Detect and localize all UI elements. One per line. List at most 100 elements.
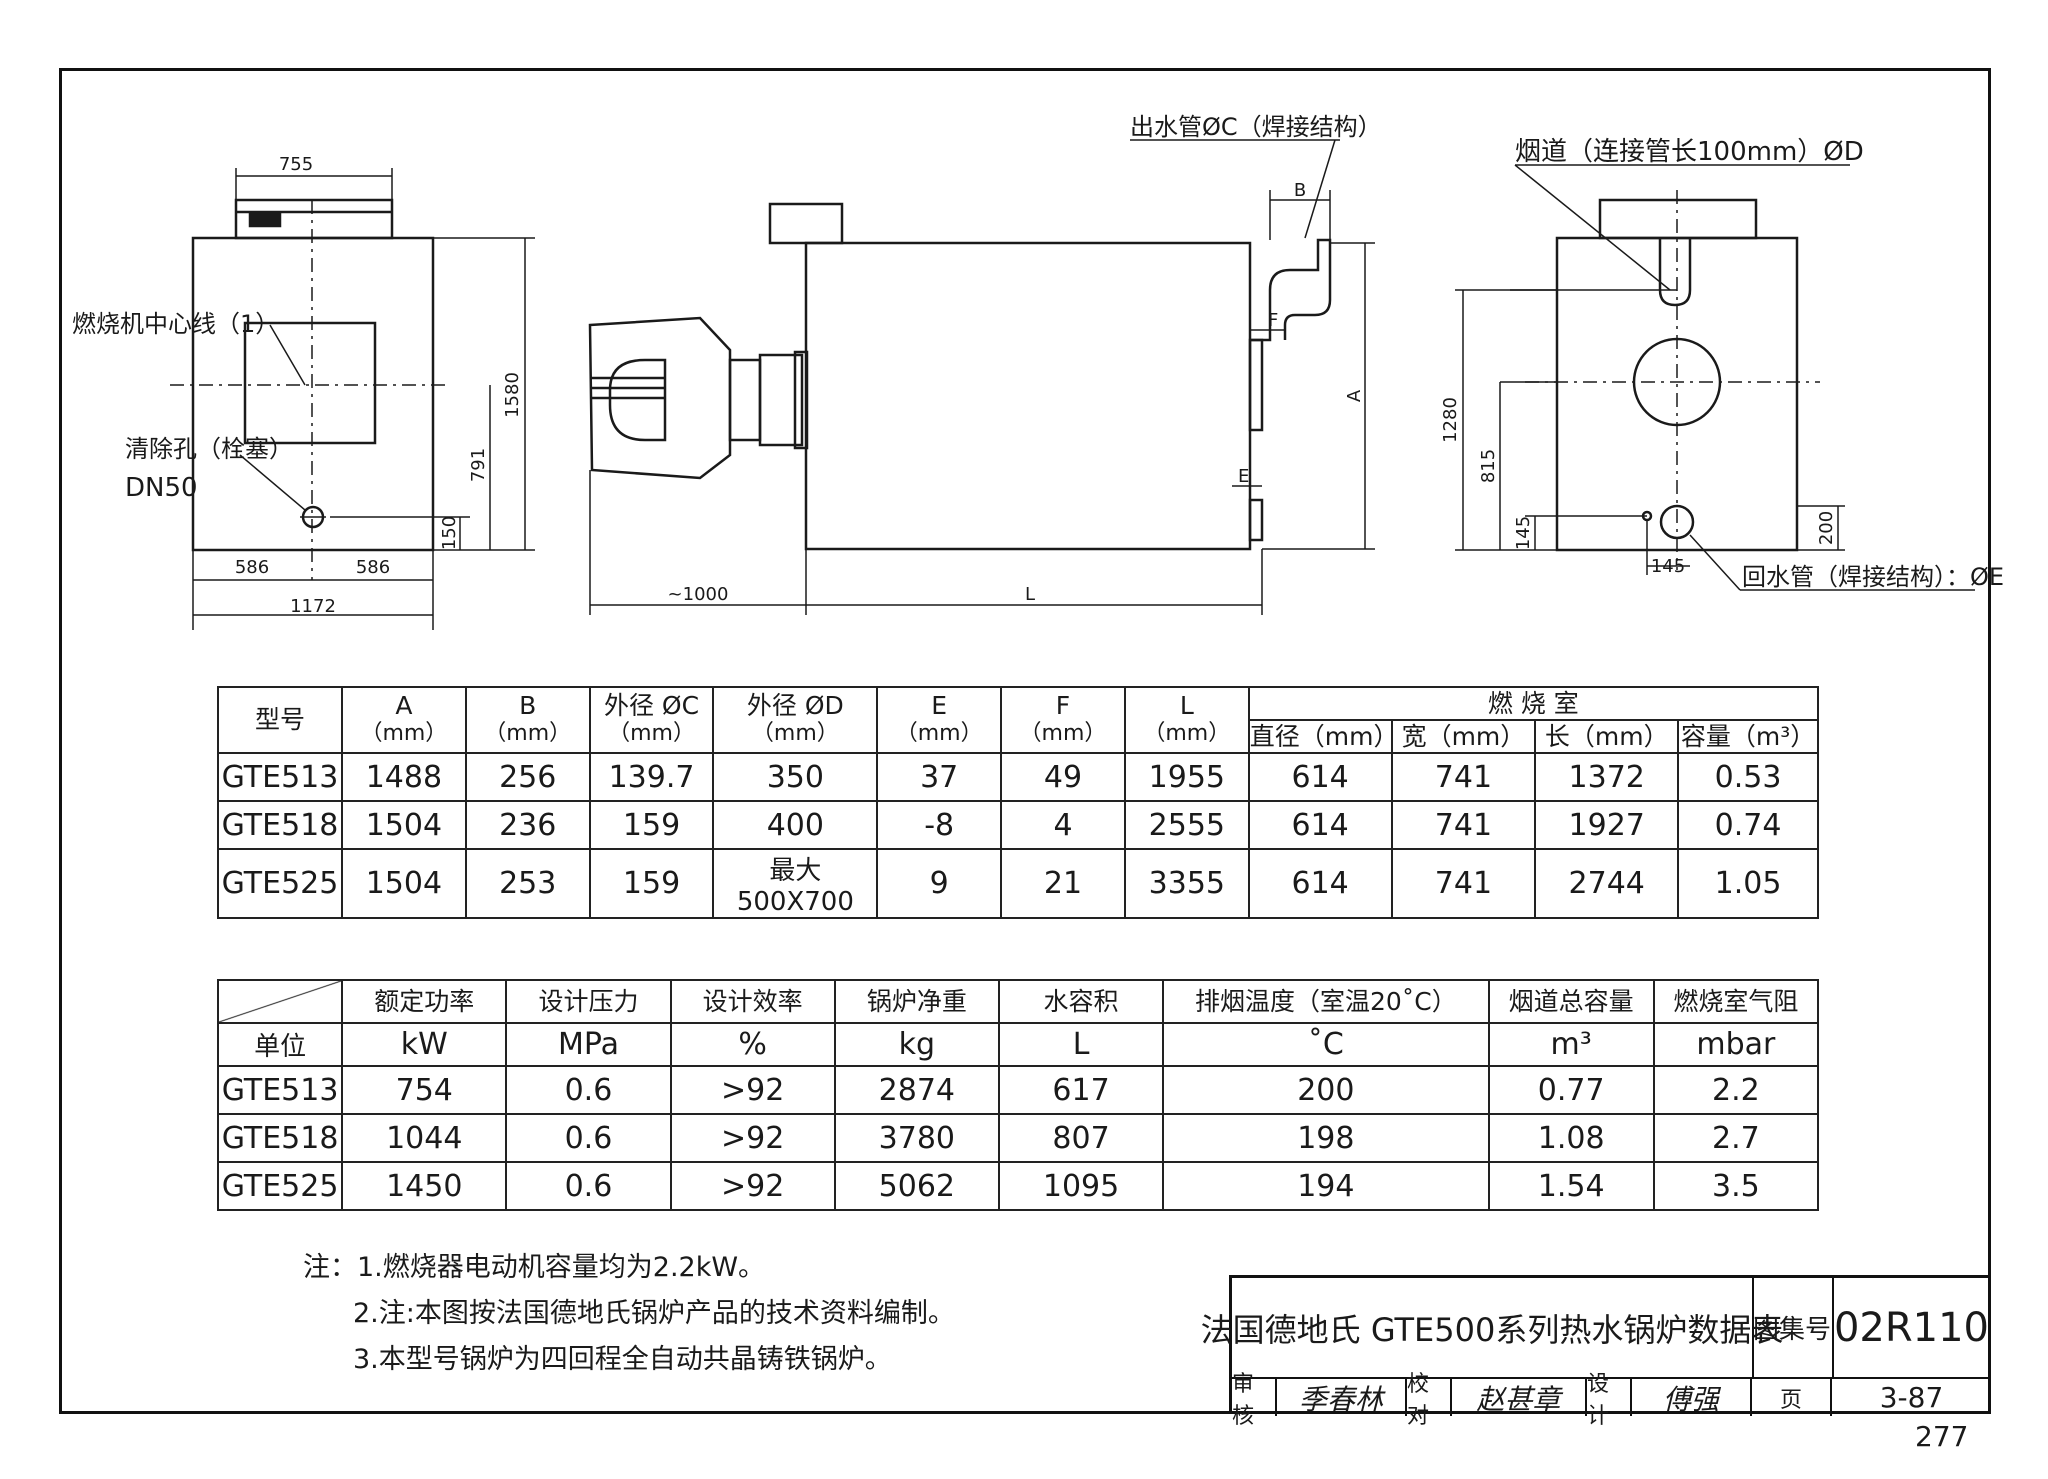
cell-e: -8 (876, 800, 1003, 850)
cell-volume: 1.05 (1677, 848, 1819, 919)
drawing-frame (59, 68, 1991, 1414)
note-2: 2.注:本图按法国德地氏锅炉产品的技术资料编制。 (353, 1298, 955, 1329)
cell-width: 741 (1390, 800, 1537, 850)
dim-e: E (1238, 466, 1249, 487)
cell-length: 2744 (1534, 848, 1680, 919)
cell-b: 256 (464, 752, 591, 802)
cell-value: 1.54 (1487, 1161, 1655, 1211)
dim-1172: 1172 (290, 596, 336, 617)
dim-586-left: 586 (235, 557, 269, 578)
header-length: 长（mm） (1534, 719, 1680, 754)
unit-label: 单位 (216, 1022, 344, 1067)
dim-145-vertical: 145 (1513, 516, 1534, 550)
page-label: 页 (1752, 1379, 1832, 1416)
cell-a: 1504 (340, 848, 467, 919)
cell-value: 3780 (833, 1113, 1000, 1163)
cell-value: 194 (1162, 1161, 1490, 1211)
cell-f: 4 (1000, 800, 1126, 850)
cell-d: 350 (712, 752, 879, 802)
table-row: GTE518 1044 0.6 >92 3780 807 198 1.08 2.… (216, 1113, 1820, 1163)
outlet-label: 出水管ØC（焊接结构） (1130, 113, 1382, 141)
cell-a: 1488 (340, 752, 467, 802)
cell-c: 159 (588, 800, 715, 850)
cell-value: 5062 (833, 1161, 1000, 1211)
header-e: E（mm） (876, 686, 1003, 754)
cell-value: 0.6 (505, 1113, 672, 1163)
cell-value: 0.6 (505, 1065, 672, 1115)
dim-f: F (1268, 310, 1278, 331)
header-design-efficiency: 设计效率 (669, 979, 836, 1024)
dim-1580: 1580 (502, 372, 523, 418)
cell-b: 253 (464, 848, 591, 919)
cell-length: 1372 (1534, 752, 1680, 802)
table-row: GTE525 1450 0.6 >92 5062 1095 194 1.54 3… (216, 1161, 1820, 1211)
dim-815: 815 (1478, 449, 1499, 483)
cell-value: 617 (997, 1065, 1165, 1115)
cell-e: 37 (876, 752, 1003, 802)
cell-value: 3.5 (1652, 1161, 1820, 1211)
signature-row: 审核 季春林 校对 赵甚章 设计 傅强 页 3-87 (1232, 1372, 1991, 1429)
header-rated-power: 额定功率 (341, 979, 508, 1024)
cell-value: 2.2 (1652, 1065, 1820, 1115)
unit-cell: m³ (1487, 1022, 1655, 1067)
cell-f: 21 (1000, 848, 1126, 919)
cell-d: 最大 500X700 (712, 848, 879, 919)
header-net-weight: 锅炉净重 (833, 979, 1000, 1024)
design-signature: 傅强 (1632, 1379, 1752, 1416)
review-label: 审核 (1232, 1372, 1277, 1429)
cell-d: 400 (712, 800, 879, 850)
cell-value: 2874 (833, 1065, 1000, 1115)
atlas-number: 02R110 (1833, 1304, 1990, 1351)
cell-width: 741 (1390, 752, 1537, 802)
cell-model: GTE518 (216, 1113, 344, 1163)
title-block: 法国德地氏 GTE500系列热水锅炉数据表 图集号 02R110 审核 季春林 … (1201, 1275, 1991, 1429)
header-flue-volume: 烟道总容量 (1487, 979, 1655, 1024)
header-a: A（mm） (340, 686, 467, 754)
header-f: F（mm） (1000, 686, 1126, 754)
dim-burner-length: ~1000 (668, 584, 729, 605)
drawing-title: 法国德地氏 GTE500系列热水锅炉数据表 (1201, 1278, 1783, 1377)
cell-volume: 0.74 (1677, 800, 1819, 850)
cell-l: 1955 (1123, 752, 1250, 802)
unit-cell: % (669, 1022, 836, 1067)
dim-a: A (1344, 389, 1365, 402)
units-row: 单位 kW MPa % kg L ˚C m³ mbar (216, 1022, 1820, 1067)
cell-volume: 0.53 (1677, 752, 1819, 802)
header-chamber-resistance: 燃烧室气阻 (1652, 979, 1820, 1024)
check-label: 校对 (1407, 1372, 1452, 1429)
header-d: 外径 ØD（mm） (712, 686, 879, 754)
cell-e: 9 (876, 848, 1003, 919)
cell-value: 1450 (341, 1161, 508, 1211)
unit-cell: mbar (1652, 1022, 1820, 1067)
cell-value: >92 (669, 1065, 836, 1115)
cleanout-size: DN50 (125, 473, 198, 503)
cell-value: 0.77 (1487, 1065, 1655, 1115)
unit-cell: kW (341, 1022, 508, 1067)
cell-value: 754 (341, 1065, 508, 1115)
flue-label: 烟道（连接管长100mm）ØD (1515, 137, 1864, 167)
cell-diameter: 614 (1247, 800, 1393, 850)
cell-value: 1095 (997, 1161, 1165, 1211)
cell-l: 2555 (1123, 800, 1250, 850)
header-c: 外径 ØC（mm） (588, 686, 715, 754)
check-signature: 赵甚章 (1452, 1379, 1587, 1416)
notes: 注：1.燃烧器电动机容量均为2.2kW。 2.注:本图按法国德地氏锅炉产品的技术… (303, 1245, 955, 1383)
dim-586-right: 586 (356, 557, 390, 578)
design-label: 设计 (1587, 1372, 1632, 1429)
front-view (170, 168, 535, 630)
dim-1280: 1280 (1440, 397, 1461, 443)
header-diameter: 直径（mm） (1247, 719, 1398, 754)
note-3: 3.本型号锅炉为四回程全自动共晶铸铁锅炉。 (353, 1344, 892, 1375)
cell-value: 1.08 (1487, 1113, 1655, 1163)
cell-diameter: 614 (1247, 848, 1393, 919)
page-number: 277 (1915, 1420, 1969, 1453)
diagonal-header-cell (216, 979, 344, 1024)
cell-l: 3355 (1123, 848, 1250, 919)
cell-value: 807 (997, 1113, 1165, 1163)
unit-cell: MPa (505, 1022, 672, 1067)
cell-value: >92 (669, 1113, 836, 1163)
cleanout-label: 清除孔（栓塞） (125, 435, 293, 463)
dim-b: B (1294, 180, 1306, 201)
side-view (588, 139, 1375, 615)
